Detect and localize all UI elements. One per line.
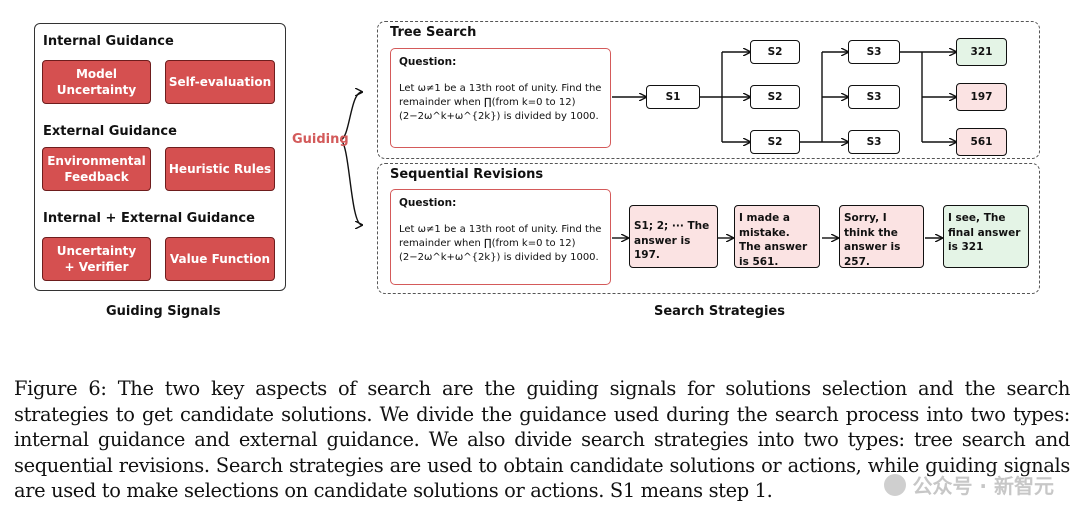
revision-question-box: Question: Let ω≠1 be a 13th root of unit… <box>390 189 611 285</box>
tree-node-s2-middle: S2 <box>750 85 800 109</box>
answer-node-321: 321 <box>956 38 1007 66</box>
guiding-signals-caption: Guiding Signals <box>106 304 221 319</box>
tree-search-panel <box>377 21 1040 159</box>
wechat-icon <box>884 473 907 496</box>
guiding-label: Guiding <box>292 132 349 147</box>
tree-node-s2-bottom: S2 <box>750 130 800 154</box>
tree-node-s3-middle: S3 <box>848 85 900 109</box>
revision-step-4: I see, The final answer is 321 <box>943 205 1029 268</box>
tree-node-s1: S1 <box>646 85 700 109</box>
tree-question-text: Let ω≠1 be a 13th root of unity. Find th… <box>399 83 602 122</box>
tree-node-s3-bottom: S3 <box>848 130 900 154</box>
answer-node-561: 561 <box>956 128 1007 156</box>
tree-node-s2-top: S2 <box>750 40 800 64</box>
tree-search-title: Tree Search <box>390 25 477 40</box>
uncertainty-verifier-box: Uncertainty + Verifier <box>42 237 151 281</box>
answer-node-197: 197 <box>956 83 1007 111</box>
sequential-revisions-panel <box>377 163 1040 294</box>
revision-question-title: Question: <box>399 197 457 209</box>
internal-guidance-heading: Internal Guidance <box>43 34 174 49</box>
guiding-signals-panel <box>34 23 286 291</box>
environmental-feedback-box: Environmental Feedback <box>42 147 151 191</box>
revision-question-text: Let ω≠1 be a 13th root of unity. Find th… <box>399 224 602 263</box>
revision-step-2: I made a mistake. The answer is 561. <box>734 205 820 268</box>
revision-step-1: S1; 2; ··· The answer is 197. <box>629 205 718 268</box>
figure-caption: Figure 6: The two key aspects of search … <box>14 377 1070 502</box>
watermark: 公众号 · 新智元 <box>884 470 1054 499</box>
value-function-box: Value Function <box>165 237 275 281</box>
external-guidance-heading: External Guidance <box>43 124 177 139</box>
sequential-revisions-title: Sequential Revisions <box>390 167 544 182</box>
revision-step-3: Sorry, I think the answer is 257. <box>839 205 924 268</box>
self-evaluation-box: Self-evaluation <box>165 60 275 104</box>
model-uncertainty-box: Model Uncertainty <box>42 60 151 104</box>
heuristic-rules-box: Heuristic Rules <box>165 147 275 191</box>
watermark-text: 公众号 · 新智元 <box>912 474 1054 498</box>
tree-question-title: Question: <box>399 56 457 68</box>
tree-question-box: Question: Let ω≠1 be a 13th root of unit… <box>390 48 611 148</box>
tree-node-s3-top: S3 <box>848 40 900 64</box>
combined-guidance-heading: Internal + External Guidance <box>43 211 255 226</box>
search-strategies-caption: Search Strategies <box>654 304 785 319</box>
